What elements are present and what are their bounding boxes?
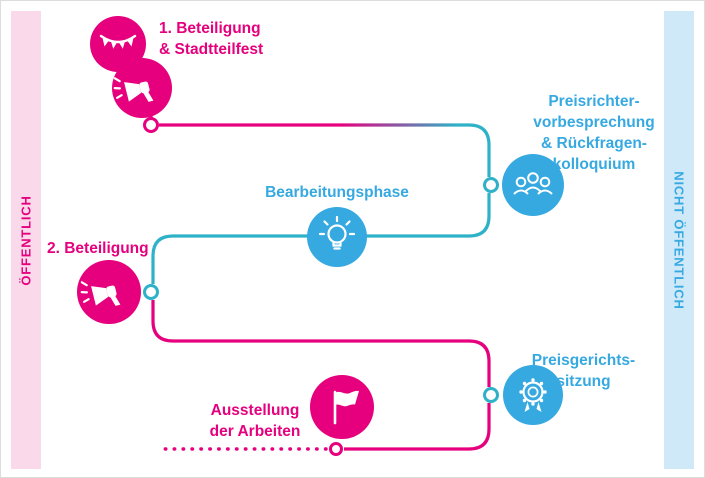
label-bearbeitungsphase: Bearbeitungsphase — [237, 182, 437, 203]
label-line: Preisgerichts- — [531, 352, 636, 369]
label-line: Bearbeitungsphase — [265, 184, 409, 201]
lightbulb-icon — [318, 215, 356, 250]
label-line: 2. Beteiligung — [47, 240, 149, 257]
label-ausstellung: Ausstellung der Arbeiten — [199, 400, 311, 442]
label-line: vorbesprechung — [533, 114, 655, 132]
preisrichter-circle — [502, 154, 564, 216]
label-line: Ausstellung — [210, 402, 300, 419]
node-preisrichter — [483, 177, 499, 193]
label-beteiligung2: 2. Beteiligung — [47, 238, 187, 259]
label-line: Preisrichter- — [548, 93, 640, 110]
label-line: der Arbeiten — [209, 423, 301, 441]
label-beteiligung1: 1. Beteiligung & Stadtteilfest — [159, 18, 329, 60]
megaphone-icon — [113, 77, 154, 102]
award-rosette-icon — [519, 378, 547, 412]
connector-preisgericht-to-ausstellung — [344, 403, 491, 451]
flag-icon — [333, 390, 359, 425]
label-preisgericht: Preisgerichts- sitzung — [506, 350, 661, 392]
node-step1 — [143, 117, 159, 133]
step1-megaphone-circle — [112, 58, 172, 118]
bunting-flags-icon — [99, 34, 137, 49]
megaphone-icon — [80, 281, 121, 306]
bearbeitungsphase-circle — [307, 207, 367, 267]
people-group-icon — [513, 172, 553, 195]
beteiligung2-circle — [77, 260, 141, 324]
connector-step1-to-preisrichter — [159, 123, 491, 177]
label-preisrichter: Preisrichter- vorbesprechung & Rückfrage… — [519, 91, 669, 175]
preisgericht-circle — [503, 365, 563, 425]
band-public: ÖFFENTLICH — [11, 11, 41, 469]
connector-beteiligung2-to-preisgericht — [151, 300, 491, 387]
label-line: sitzung — [556, 373, 611, 391]
label-line: & Stadtteilfest — [159, 41, 264, 59]
ausstellung-circle — [310, 375, 374, 439]
label-line: & Rückfragen- — [541, 135, 647, 153]
node-beteiligung2 — [143, 284, 159, 300]
node-preisgericht — [483, 387, 499, 403]
band-not-public: NICHT ÖFFENTLICH — [664, 11, 694, 469]
label-line: kolloquium — [552, 156, 636, 174]
label-line: 1. Beteiligung — [159, 20, 261, 37]
node-ausstellung — [329, 442, 343, 456]
